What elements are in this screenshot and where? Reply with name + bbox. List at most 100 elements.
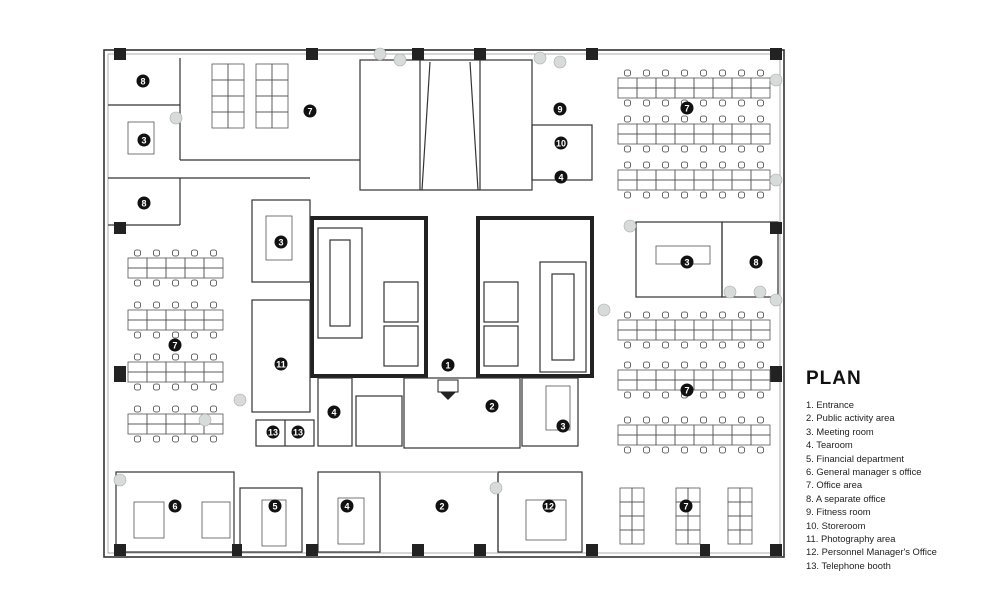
desk [146, 319, 167, 331]
chair [700, 69, 707, 77]
desk [617, 87, 638, 99]
chair [738, 446, 745, 454]
chair [643, 115, 650, 123]
desk [739, 529, 753, 545]
desk [636, 123, 657, 135]
chair [643, 191, 650, 199]
chair [681, 361, 688, 369]
desk [127, 267, 148, 279]
desk [712, 179, 733, 191]
legend-item: 5. Financial department [806, 452, 904, 464]
desk [655, 369, 676, 381]
chair [719, 115, 726, 123]
desk [255, 95, 273, 113]
desk [127, 413, 148, 425]
chair [643, 361, 650, 369]
legend-item: 4. Tearoom [806, 439, 853, 451]
chair [153, 405, 160, 413]
chair [681, 416, 688, 424]
chair [700, 341, 707, 349]
desk [631, 515, 645, 531]
chair [662, 311, 669, 319]
desk [127, 319, 148, 331]
desk [255, 111, 273, 129]
chair [624, 115, 631, 123]
desk [750, 434, 771, 446]
svg-text:3: 3 [278, 238, 283, 248]
svg-text:2: 2 [439, 502, 444, 512]
svg-text:7: 7 [684, 386, 689, 396]
desk [203, 267, 224, 279]
chair [681, 145, 688, 153]
chair [662, 161, 669, 169]
plant [113, 473, 127, 487]
chair [153, 383, 160, 391]
desk [617, 133, 638, 145]
chair [700, 115, 707, 123]
chair [134, 279, 141, 287]
chair [738, 311, 745, 319]
desk [617, 329, 638, 341]
chair [210, 353, 217, 361]
desk [739, 501, 753, 517]
desk [271, 95, 289, 113]
chair [134, 353, 141, 361]
desk [712, 379, 733, 391]
desk [636, 369, 657, 381]
plant [769, 73, 783, 87]
desk [674, 87, 695, 99]
desk [674, 329, 695, 341]
desk [693, 424, 714, 436]
chair [719, 161, 726, 169]
entrance-arrow-icon [437, 379, 459, 400]
desk [127, 309, 148, 321]
desk [693, 369, 714, 381]
chair [700, 99, 707, 107]
desk [655, 319, 676, 331]
svg-text:3: 3 [684, 258, 689, 268]
legend-item: 3. Meeting room [806, 425, 874, 437]
chair [757, 446, 764, 454]
plant [753, 285, 767, 299]
chair [191, 383, 198, 391]
desk [165, 423, 186, 435]
chair [172, 383, 179, 391]
desk [712, 133, 733, 145]
chair [719, 416, 726, 424]
desk [693, 169, 714, 181]
room-number-marker: 7 [303, 104, 317, 118]
chair [700, 145, 707, 153]
desk [184, 361, 205, 373]
desk [655, 434, 676, 446]
chair [172, 301, 179, 309]
desk [750, 329, 771, 341]
svg-text:4: 4 [558, 173, 563, 183]
plan-legend: PLAN 1. Entrance 2. Public activity area… [806, 368, 996, 572]
desk [655, 123, 676, 135]
desk [255, 79, 273, 97]
desk [731, 369, 752, 381]
desk [619, 501, 633, 517]
chair [738, 69, 745, 77]
desk [211, 111, 229, 129]
desk [165, 267, 186, 279]
chair [738, 416, 745, 424]
chair [738, 115, 745, 123]
chair [738, 341, 745, 349]
svg-text:7: 7 [307, 107, 312, 117]
chair [757, 341, 764, 349]
chair [191, 435, 198, 443]
desk [712, 169, 733, 181]
desk [750, 133, 771, 145]
desk [255, 63, 273, 81]
desk [712, 123, 733, 135]
chair [700, 161, 707, 169]
legend-item: 6. General manager s office [806, 466, 922, 478]
desk [165, 371, 186, 383]
desk [712, 77, 733, 89]
desk [227, 111, 245, 129]
desk [617, 123, 638, 135]
chair [681, 311, 688, 319]
room-number-marker: 12 [542, 499, 556, 513]
desk [750, 369, 771, 381]
